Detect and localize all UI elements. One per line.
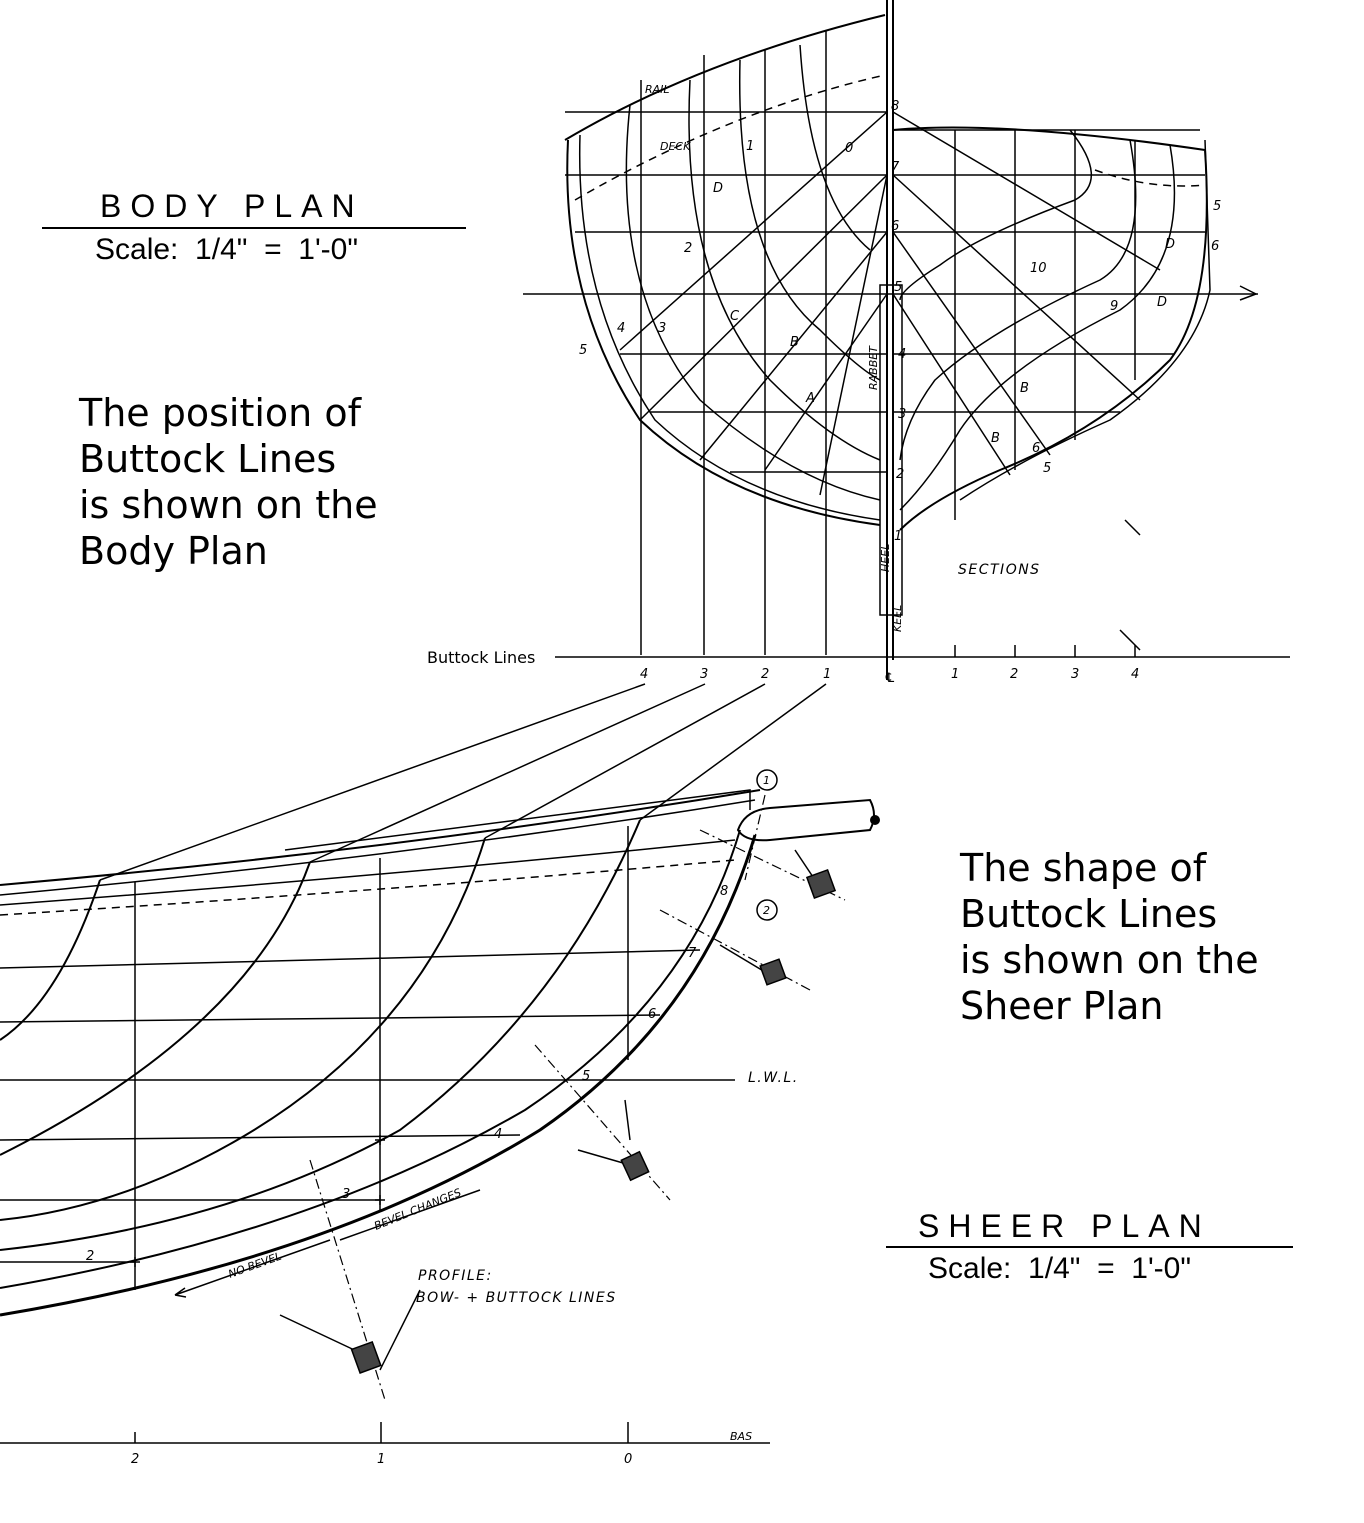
diagonal-letter: B: [991, 431, 1000, 446]
wl-number: 8: [891, 99, 899, 114]
projection-lines: [99, 683, 827, 881]
wl-number: 3: [342, 1187, 350, 1202]
station-number: 5: [1043, 461, 1051, 476]
buttock-axis-ticks: 4 3 2 1 ℄ 1 2 3 4: [640, 667, 1139, 686]
wl-number: 6: [891, 219, 899, 234]
buttock-tick: 3: [1071, 667, 1079, 682]
station-number: 9: [1110, 299, 1118, 314]
wl-number: 2: [86, 1249, 94, 1264]
wl-number: 4: [898, 347, 906, 362]
rabbet-label: RABBET: [867, 345, 880, 390]
buttock-tick: 2: [1010, 667, 1018, 682]
diagonal-letter: D: [713, 181, 723, 196]
caption-line: The position of: [79, 391, 361, 435]
wl-number: 8: [720, 884, 728, 899]
base-label: BAS: [730, 1430, 752, 1443]
body-waterline-numbers: 8 7 6 5 4 3 2 1: [891, 99, 906, 544]
diagonal-letter: C: [730, 309, 740, 324]
body-plan-title: BODY PLAN: [100, 188, 364, 224]
rail-label: RAIL: [645, 83, 670, 96]
base-tick: 1: [377, 1452, 385, 1467]
caption-line: is shown on the: [79, 483, 378, 527]
body-diagonal-letters: D C B A D D B B: [713, 181, 1175, 446]
profile-label: PROFILE:: [418, 1268, 493, 1284]
station-number: 0: [845, 141, 853, 156]
sheer-plan-title: SHEER PLAN: [918, 1208, 1211, 1244]
buttock-tick: 4: [1131, 667, 1139, 682]
sheer-plan-drawing: [0, 769, 880, 1444]
wl-number: 5: [894, 280, 902, 295]
sheer-plan-title-rule: [886, 1246, 1293, 1248]
station-number: 5: [1213, 199, 1221, 214]
station-number: 6: [1032, 441, 1040, 456]
deck-label: DECK: [660, 140, 691, 153]
station-number: 5: [579, 343, 587, 358]
station-number: 2: [684, 241, 692, 256]
wl-number: 7: [891, 160, 900, 175]
base-tick: 2: [131, 1452, 139, 1467]
station-number: 10: [1030, 261, 1047, 276]
sheer-waterline-numbers: 8 7 6 5 4 3 2: [86, 884, 728, 1264]
buttock-lines-label: Buttock Lines: [427, 648, 536, 667]
caption-line: Body Plan: [79, 529, 268, 573]
wl-number: 1: [894, 529, 902, 544]
diagonal-letter: D: [1157, 295, 1167, 310]
profile-sub-label: BOW- + BUTTOCK LINES: [416, 1290, 617, 1306]
body-plan-scale: Scale: 1/4" = 1'-0": [95, 233, 358, 266]
caption-line: Buttock Lines: [960, 892, 1218, 936]
wl-number: 7: [688, 946, 697, 961]
station-number: 1: [746, 139, 754, 154]
buttock-tick: 1: [823, 667, 831, 682]
sheer-plan-scale: Scale: 1/4" = 1'-0": [928, 1252, 1191, 1285]
caption-line: The shape of: [960, 846, 1207, 890]
base-tick: 0: [624, 1452, 632, 1467]
wl-number: 2: [896, 467, 904, 482]
sheer-plan-caption: The shape of Buttock Lines is shown on t…: [960, 845, 1259, 1029]
body-plan-caption: The position of Buttock Lines is shown o…: [79, 390, 378, 574]
diagonal-letter: B: [1020, 381, 1029, 396]
station-number: 6: [1211, 239, 1219, 254]
wl-number: 5: [582, 1069, 590, 1084]
wl-number: 3: [898, 407, 906, 422]
no-bevel-label: NO BEVEL: [227, 1250, 284, 1281]
diagonal-letter: A: [805, 391, 815, 406]
body-station-numbers: 1 0 2 3 4 5 10 9 6 5 5 6: [579, 139, 1221, 476]
wl-number: 6: [648, 1007, 656, 1022]
buttock-tick: 4: [640, 667, 648, 682]
sections-label: SECTIONS: [958, 562, 1041, 578]
buttock-tick: 2: [761, 667, 769, 682]
caption-line: Buttock Lines: [79, 437, 337, 481]
heel-label: HEEL: [879, 544, 892, 572]
body-plan-drawing: [523, 0, 1290, 680]
diagonal-letter: B: [790, 335, 799, 350]
caption-line: is shown on the: [960, 938, 1259, 982]
base-ticks: 2 1 0: [131, 1452, 632, 1467]
circle-number: 1: [763, 774, 770, 787]
station-number: 3: [658, 321, 666, 336]
lwl-label: L.W.L.: [748, 1070, 799, 1086]
buttock-tick: 1: [951, 667, 959, 682]
station-number: 4: [617, 321, 625, 336]
circle-number: 2: [763, 904, 770, 917]
body-plan-title-rule: [42, 227, 466, 229]
buttock-tick: 3: [700, 667, 708, 682]
keel-label: KEEL: [891, 605, 904, 632]
wl-number: 4: [494, 1127, 502, 1142]
diagonal-letter: D: [1165, 237, 1175, 252]
caption-line: Sheer Plan: [960, 984, 1164, 1028]
centerline-mark: ℄: [884, 671, 896, 686]
